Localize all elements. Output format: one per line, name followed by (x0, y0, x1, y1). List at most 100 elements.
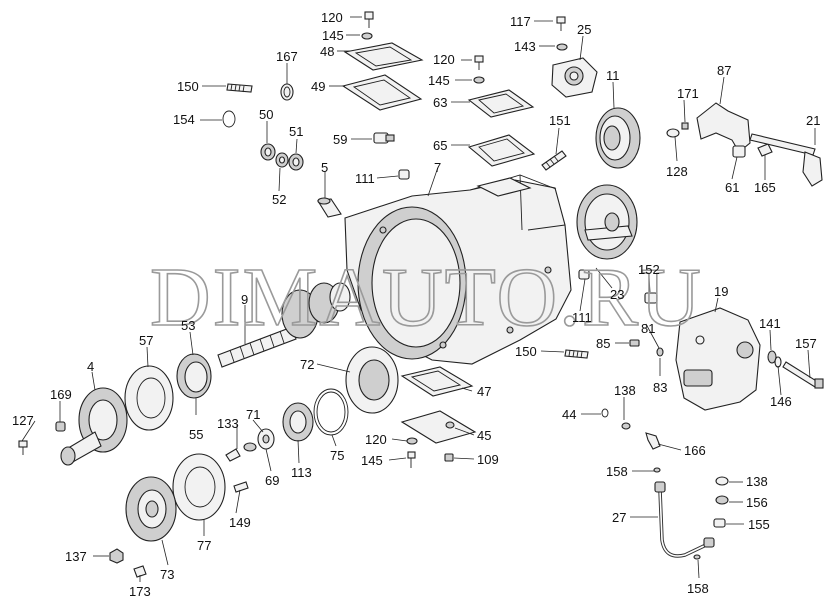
label-55: 55 (189, 427, 203, 442)
part-21-rod (749, 133, 823, 187)
part-63-gasket (467, 89, 535, 118)
label-72: 72 (300, 357, 314, 372)
part-158-washer-a (653, 467, 661, 473)
label-151: 151 (549, 113, 571, 128)
label-27: 27 (612, 510, 626, 525)
part-155-fitting (713, 518, 726, 528)
label-158: 158 (606, 464, 628, 479)
part-73-rear-cover (125, 476, 177, 542)
label-113: 113 (291, 465, 312, 480)
label-53: 53 (181, 318, 195, 333)
part-25-housing (551, 57, 598, 98)
label-157: 157 (795, 336, 817, 351)
label-52: 52 (272, 192, 286, 207)
part-150-stud (226, 83, 253, 93)
part-167-ring (280, 83, 294, 101)
label-146: 146 (770, 394, 792, 409)
part-69-washer (243, 442, 257, 452)
label-21: 21 (806, 113, 820, 128)
part-171-pin (681, 122, 689, 130)
label-117: 117 (510, 14, 531, 29)
part-45-cover (400, 410, 477, 444)
label-171: 171 (677, 86, 699, 101)
part-83-pin (656, 347, 664, 357)
part-85-pin (629, 339, 640, 347)
part-111-plug-b (578, 269, 590, 280)
part-7-gearbox-housing (344, 174, 572, 365)
part-133-bolt (225, 448, 241, 462)
label-23: 23 (610, 287, 624, 302)
label-167: 167 (276, 49, 298, 64)
label-7: 7 (434, 160, 441, 175)
label-47: 47 (477, 384, 491, 399)
part-labels: 120 145 48 117 25 143 120 145 63 150 167… (12, 10, 820, 599)
label-85: 85 (596, 336, 610, 351)
label-152: 152 (638, 262, 660, 277)
part-152-pin (644, 292, 658, 304)
label-49: 49 (311, 79, 325, 94)
part-173-clip (133, 565, 147, 578)
label-145-c: 145 (361, 453, 383, 468)
label-120: 120 (321, 10, 343, 25)
label-51: 51 (289, 124, 303, 139)
part-137-nut (109, 548, 124, 564)
part-111-plug (398, 169, 410, 180)
label-111: 111 (355, 171, 375, 186)
label-48: 48 (320, 44, 334, 59)
part-156-washer (715, 495, 729, 505)
part-47-gasket (400, 366, 474, 397)
part-169-nut (55, 421, 66, 432)
part-11-synchronizer (595, 107, 641, 169)
part-61-block (732, 145, 746, 158)
part-50-seal (260, 143, 276, 161)
part-48-gasket (343, 42, 424, 71)
label-45: 45 (477, 428, 491, 443)
part-77-gasket (172, 453, 226, 521)
label-69: 69 (265, 473, 279, 488)
label-83: 83 (653, 380, 667, 395)
label-137: 137 (65, 549, 87, 564)
part-75-ring (313, 388, 349, 436)
label-120-b: 120 (433, 52, 455, 67)
label-169: 169 (50, 387, 72, 402)
label-141: 141 (759, 316, 781, 331)
part-165-pad (757, 143, 773, 157)
label-138-b: 138 (746, 474, 768, 489)
label-25: 25 (577, 22, 591, 37)
part-87-shift-fork (696, 102, 751, 153)
part-59-plug (373, 132, 395, 144)
part-113-bearing (282, 402, 314, 442)
label-154: 154 (173, 112, 195, 127)
label-145: 145 (322, 28, 344, 43)
part-138-nut (621, 422, 631, 430)
part-151-stud (541, 150, 567, 171)
part-145-bolt-low (407, 451, 416, 468)
label-87: 87 (717, 63, 731, 78)
part-117-bolt (556, 16, 566, 31)
label-71: 71 (246, 407, 260, 422)
part-120-bolt-low (406, 437, 418, 445)
label-149: 149 (229, 515, 251, 530)
label-9: 9 (241, 292, 248, 307)
label-158-b: 158 (687, 581, 709, 596)
part-44-ring (601, 408, 609, 418)
label-109: 109 (477, 452, 499, 467)
part-57-gasket (124, 365, 174, 431)
label-120-c: 120 (365, 432, 387, 447)
label-73: 73 (160, 567, 174, 582)
part-154-oring (222, 110, 236, 128)
label-165: 165 (754, 180, 776, 195)
label-138: 138 (614, 383, 636, 398)
label-111-b: 111 (572, 310, 592, 325)
label-63: 63 (433, 95, 447, 110)
label-50: 50 (259, 107, 273, 122)
label-145-b: 145 (428, 73, 450, 88)
part-72-bearing-cover (345, 346, 399, 414)
label-65: 65 (433, 138, 447, 153)
part-49-cover (341, 74, 423, 111)
part-9-input-shaft (217, 282, 351, 368)
label-156: 156 (746, 495, 768, 510)
leader-lines (21, 16, 816, 582)
part-150-stud-b (564, 349, 589, 359)
label-44: 44 (562, 407, 576, 422)
